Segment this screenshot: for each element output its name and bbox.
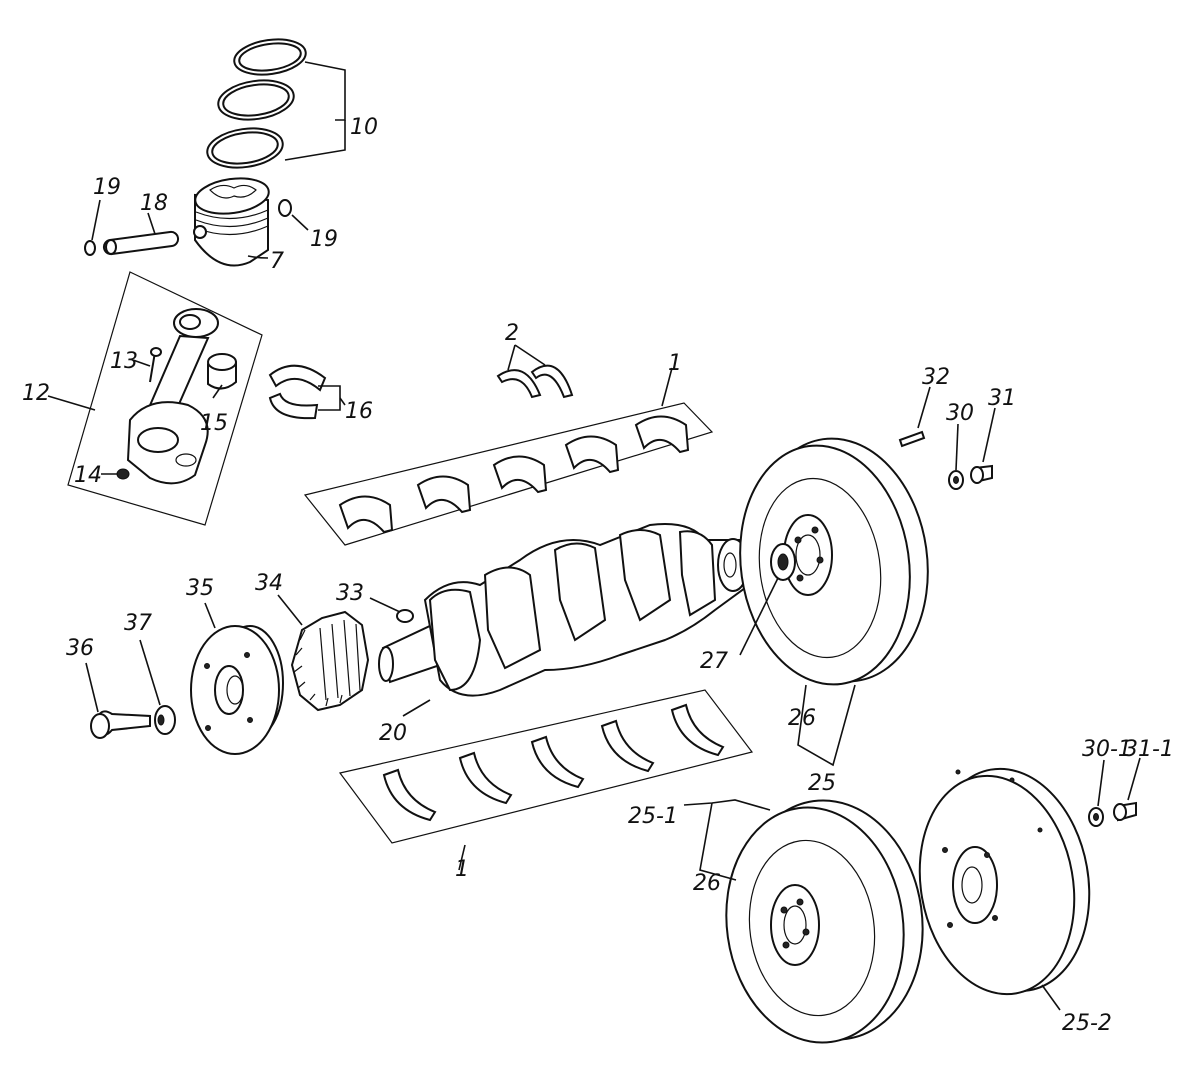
label-25: 25 bbox=[808, 771, 836, 796]
label-13: 13 bbox=[110, 349, 138, 374]
pilot-bearing bbox=[770, 543, 796, 581]
label-34: 34 bbox=[255, 571, 283, 596]
label-35: 35 bbox=[186, 576, 214, 601]
label-33: 33 bbox=[336, 581, 364, 606]
label-1-upper: 1 bbox=[668, 351, 682, 376]
label-15: 15 bbox=[200, 411, 228, 436]
flexplate-washer bbox=[1088, 807, 1104, 827]
label-31: 31 bbox=[988, 386, 1016, 411]
label-25-2: 25-2 bbox=[1062, 1011, 1112, 1036]
label-26-upper: 26 bbox=[788, 706, 816, 731]
thrust-washers bbox=[496, 364, 574, 399]
label-25-1: 25-1 bbox=[628, 804, 678, 829]
flywheel-bolt bbox=[970, 464, 993, 484]
label-1-lower: 1 bbox=[455, 857, 469, 882]
piston-pin bbox=[102, 230, 180, 256]
label-18: 18 bbox=[140, 191, 168, 216]
con-rod-bearing bbox=[268, 364, 327, 420]
lower-main-bearings bbox=[338, 689, 754, 844]
label-16: 16 bbox=[345, 399, 373, 424]
snap-ring-right bbox=[278, 199, 292, 217]
label-32: 32 bbox=[922, 365, 950, 390]
label-26-lower: 26 bbox=[693, 871, 721, 896]
flywheel-washer bbox=[948, 470, 964, 490]
upper-main-bearings bbox=[303, 402, 714, 546]
connecting-rod-assembly bbox=[67, 271, 263, 526]
label-12: 12 bbox=[22, 381, 50, 406]
crankshaft-pulley bbox=[190, 625, 284, 755]
piston bbox=[193, 177, 270, 267]
snap-ring-left bbox=[84, 240, 96, 256]
label-2: 2 bbox=[505, 321, 519, 346]
flywheel-alt-25-1 bbox=[725, 799, 924, 1044]
label-20: 20 bbox=[379, 721, 407, 746]
piston-rings bbox=[206, 38, 307, 169]
crankshaft bbox=[378, 523, 749, 697]
label-30: 30 bbox=[946, 401, 974, 426]
woodruff-key bbox=[396, 609, 414, 623]
label-14: 14 bbox=[74, 463, 102, 488]
flexplate-bolt bbox=[1113, 801, 1137, 822]
label-31-1: 31-1 bbox=[1124, 737, 1174, 762]
pulley-bolt bbox=[90, 710, 151, 739]
label-36: 36 bbox=[66, 636, 94, 661]
dowel-pin bbox=[898, 430, 926, 448]
label-10: 10 bbox=[350, 115, 378, 140]
label-19-right: 19 bbox=[310, 227, 338, 252]
label-27: 27 bbox=[700, 649, 728, 674]
crankshaft-gear bbox=[290, 610, 370, 712]
label-19-left: 19 bbox=[93, 175, 121, 200]
flexplate-alt-25-2 bbox=[918, 767, 1091, 996]
label-30-1: 30-1 bbox=[1082, 737, 1132, 762]
label-7: 7 bbox=[270, 249, 284, 274]
flywheel bbox=[739, 437, 929, 686]
label-37: 37 bbox=[124, 611, 152, 636]
pulley-washer bbox=[154, 705, 176, 735]
